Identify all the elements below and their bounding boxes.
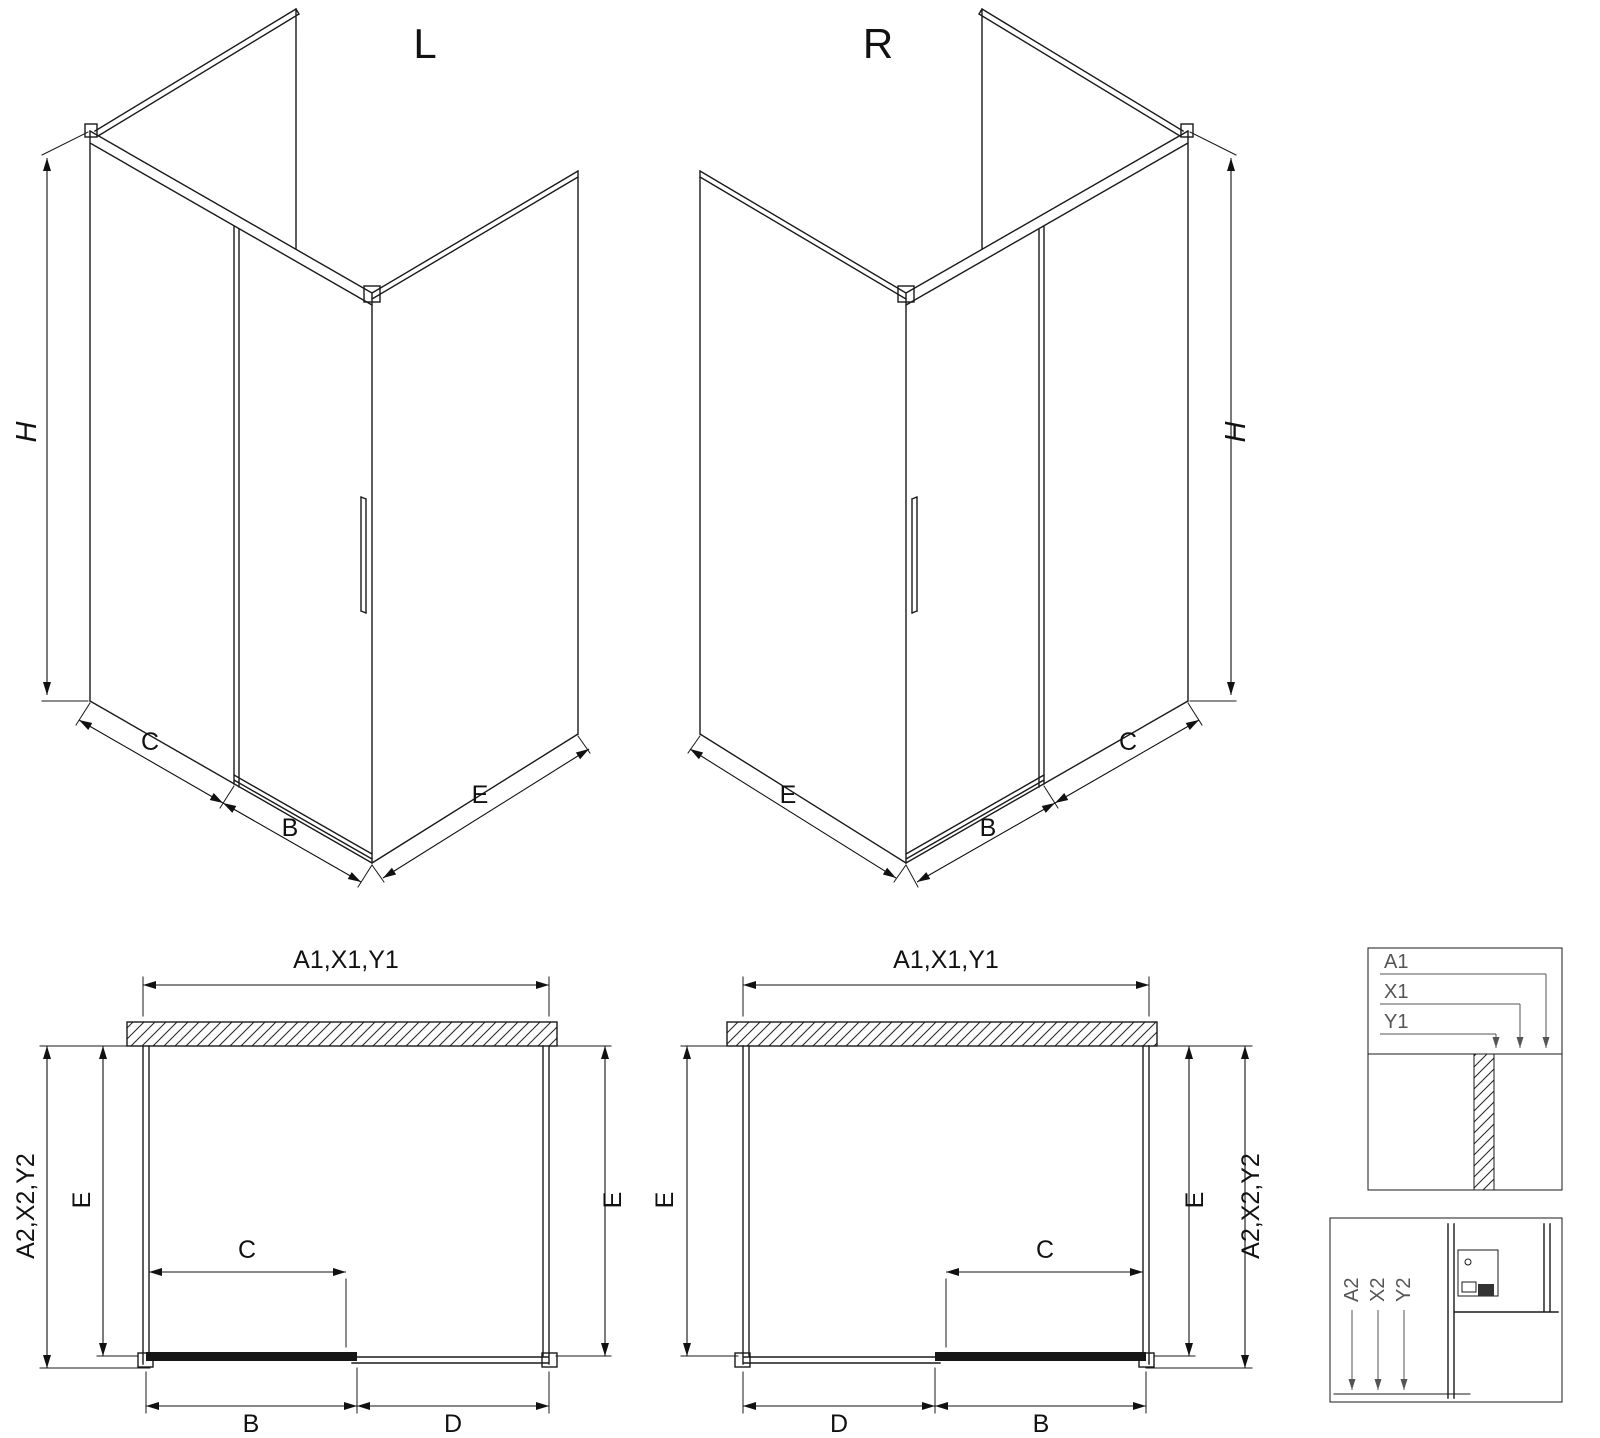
detail-label-x1: X1 — [1384, 981, 1408, 1003]
sliding-door-plan — [935, 1352, 1146, 1361]
corner-profile — [541, 1352, 558, 1368]
dim-label-e: E — [472, 781, 489, 809]
wall-bracket — [84, 123, 98, 138]
dim-label-c: C — [238, 1236, 256, 1264]
detail-label-y1: Y1 — [1384, 1011, 1408, 1033]
door-handle — [360, 496, 367, 614]
bracket-detail — [1461, 1281, 1477, 1293]
glass-panels-right-variant — [699, 8, 1189, 864]
wall-section-hatched — [126, 1021, 558, 1047]
sliding-door-plan — [146, 1352, 357, 1361]
dim-label-e: E — [780, 781, 797, 809]
dim-label-e-right: E — [1181, 1192, 1209, 1209]
plan-view-left: A1,X1,Y1 A2,X2,Y2 E E C B D — [12, 946, 627, 1438]
detail-label-a1: A1 — [1384, 951, 1408, 973]
detail-section-top: A1 X1 Y1 — [1367, 947, 1563, 1191]
dim-label-h: H — [11, 421, 43, 442]
detail-label-a2: A2 — [1341, 1278, 1363, 1302]
dim-label-c: C — [141, 728, 159, 756]
dim-label-c: C — [1036, 1236, 1054, 1264]
glass-profile-hatched — [1473, 1053, 1495, 1191]
dim-label-e-right: E — [599, 1192, 627, 1209]
dim-label-a1: A1,X1,Y1 — [893, 946, 999, 974]
door-handle — [911, 496, 918, 614]
extension-lines — [680, 976, 1253, 1414]
dimension-line-e — [382, 748, 590, 879]
corner-profile — [734, 1352, 751, 1368]
fastener-dot — [1464, 1258, 1472, 1266]
dim-label-b: B — [980, 814, 997, 842]
extension-lines — [41, 131, 591, 888]
corner-post — [897, 285, 915, 303]
dim-label-d: D — [444, 1410, 462, 1438]
dim-label-b: B — [1033, 1410, 1050, 1438]
glass-walls-plan — [742, 1045, 1150, 1365]
extension-lines — [687, 131, 1237, 888]
glass-walls-plan — [142, 1045, 550, 1365]
dim-label-a1: A1,X1,Y1 — [293, 946, 399, 974]
detail-frame — [1329, 1217, 1563, 1403]
dimension-line-b — [222, 802, 362, 883]
wall-bracket — [1180, 123, 1194, 138]
dim-label-e-left: E — [651, 1192, 679, 1209]
dim-label-b: B — [282, 814, 299, 842]
detail-label-y2: Y2 — [1393, 1278, 1415, 1302]
glass-panels-left-variant — [89, 8, 579, 864]
dim-label-d: D — [830, 1410, 848, 1438]
detail-label-x2: X2 — [1367, 1278, 1389, 1302]
wall-section-hatched — [726, 1021, 1158, 1047]
corner-post — [363, 285, 381, 303]
detail-section-bottom: A2 X2 Y2 — [1329, 1217, 1563, 1403]
detail-frame — [1367, 947, 1563, 1191]
dim-label-a2: A2,X2,Y2 — [1237, 1153, 1265, 1259]
dim-label-b: B — [243, 1410, 260, 1438]
dim-label-e-left: E — [68, 1192, 96, 1209]
dim-label-a2: A2,X2,Y2 — [12, 1153, 40, 1259]
dimension-line-c — [78, 719, 224, 804]
dim-label-c: C — [1119, 728, 1137, 756]
extension-lines — [39, 976, 612, 1414]
dimension-line-b — [916, 802, 1056, 883]
plan-view-right: A1,X1,Y1 A2,X2,Y2 E E C D B — [651, 946, 1265, 1438]
glass-profile-lines — [1447, 1223, 1559, 1399]
seal-section — [1478, 1284, 1494, 1296]
iso-view-right: R H E B C — [687, 8, 1252, 888]
variant-label-left: L — [413, 20, 436, 67]
dim-label-h: H — [1220, 421, 1252, 442]
variant-label-right: R — [863, 20, 893, 67]
dimension-line-c — [1054, 719, 1200, 804]
iso-view-left: L H C B E — [11, 8, 591, 888]
dimension-line-e — [689, 748, 897, 879]
